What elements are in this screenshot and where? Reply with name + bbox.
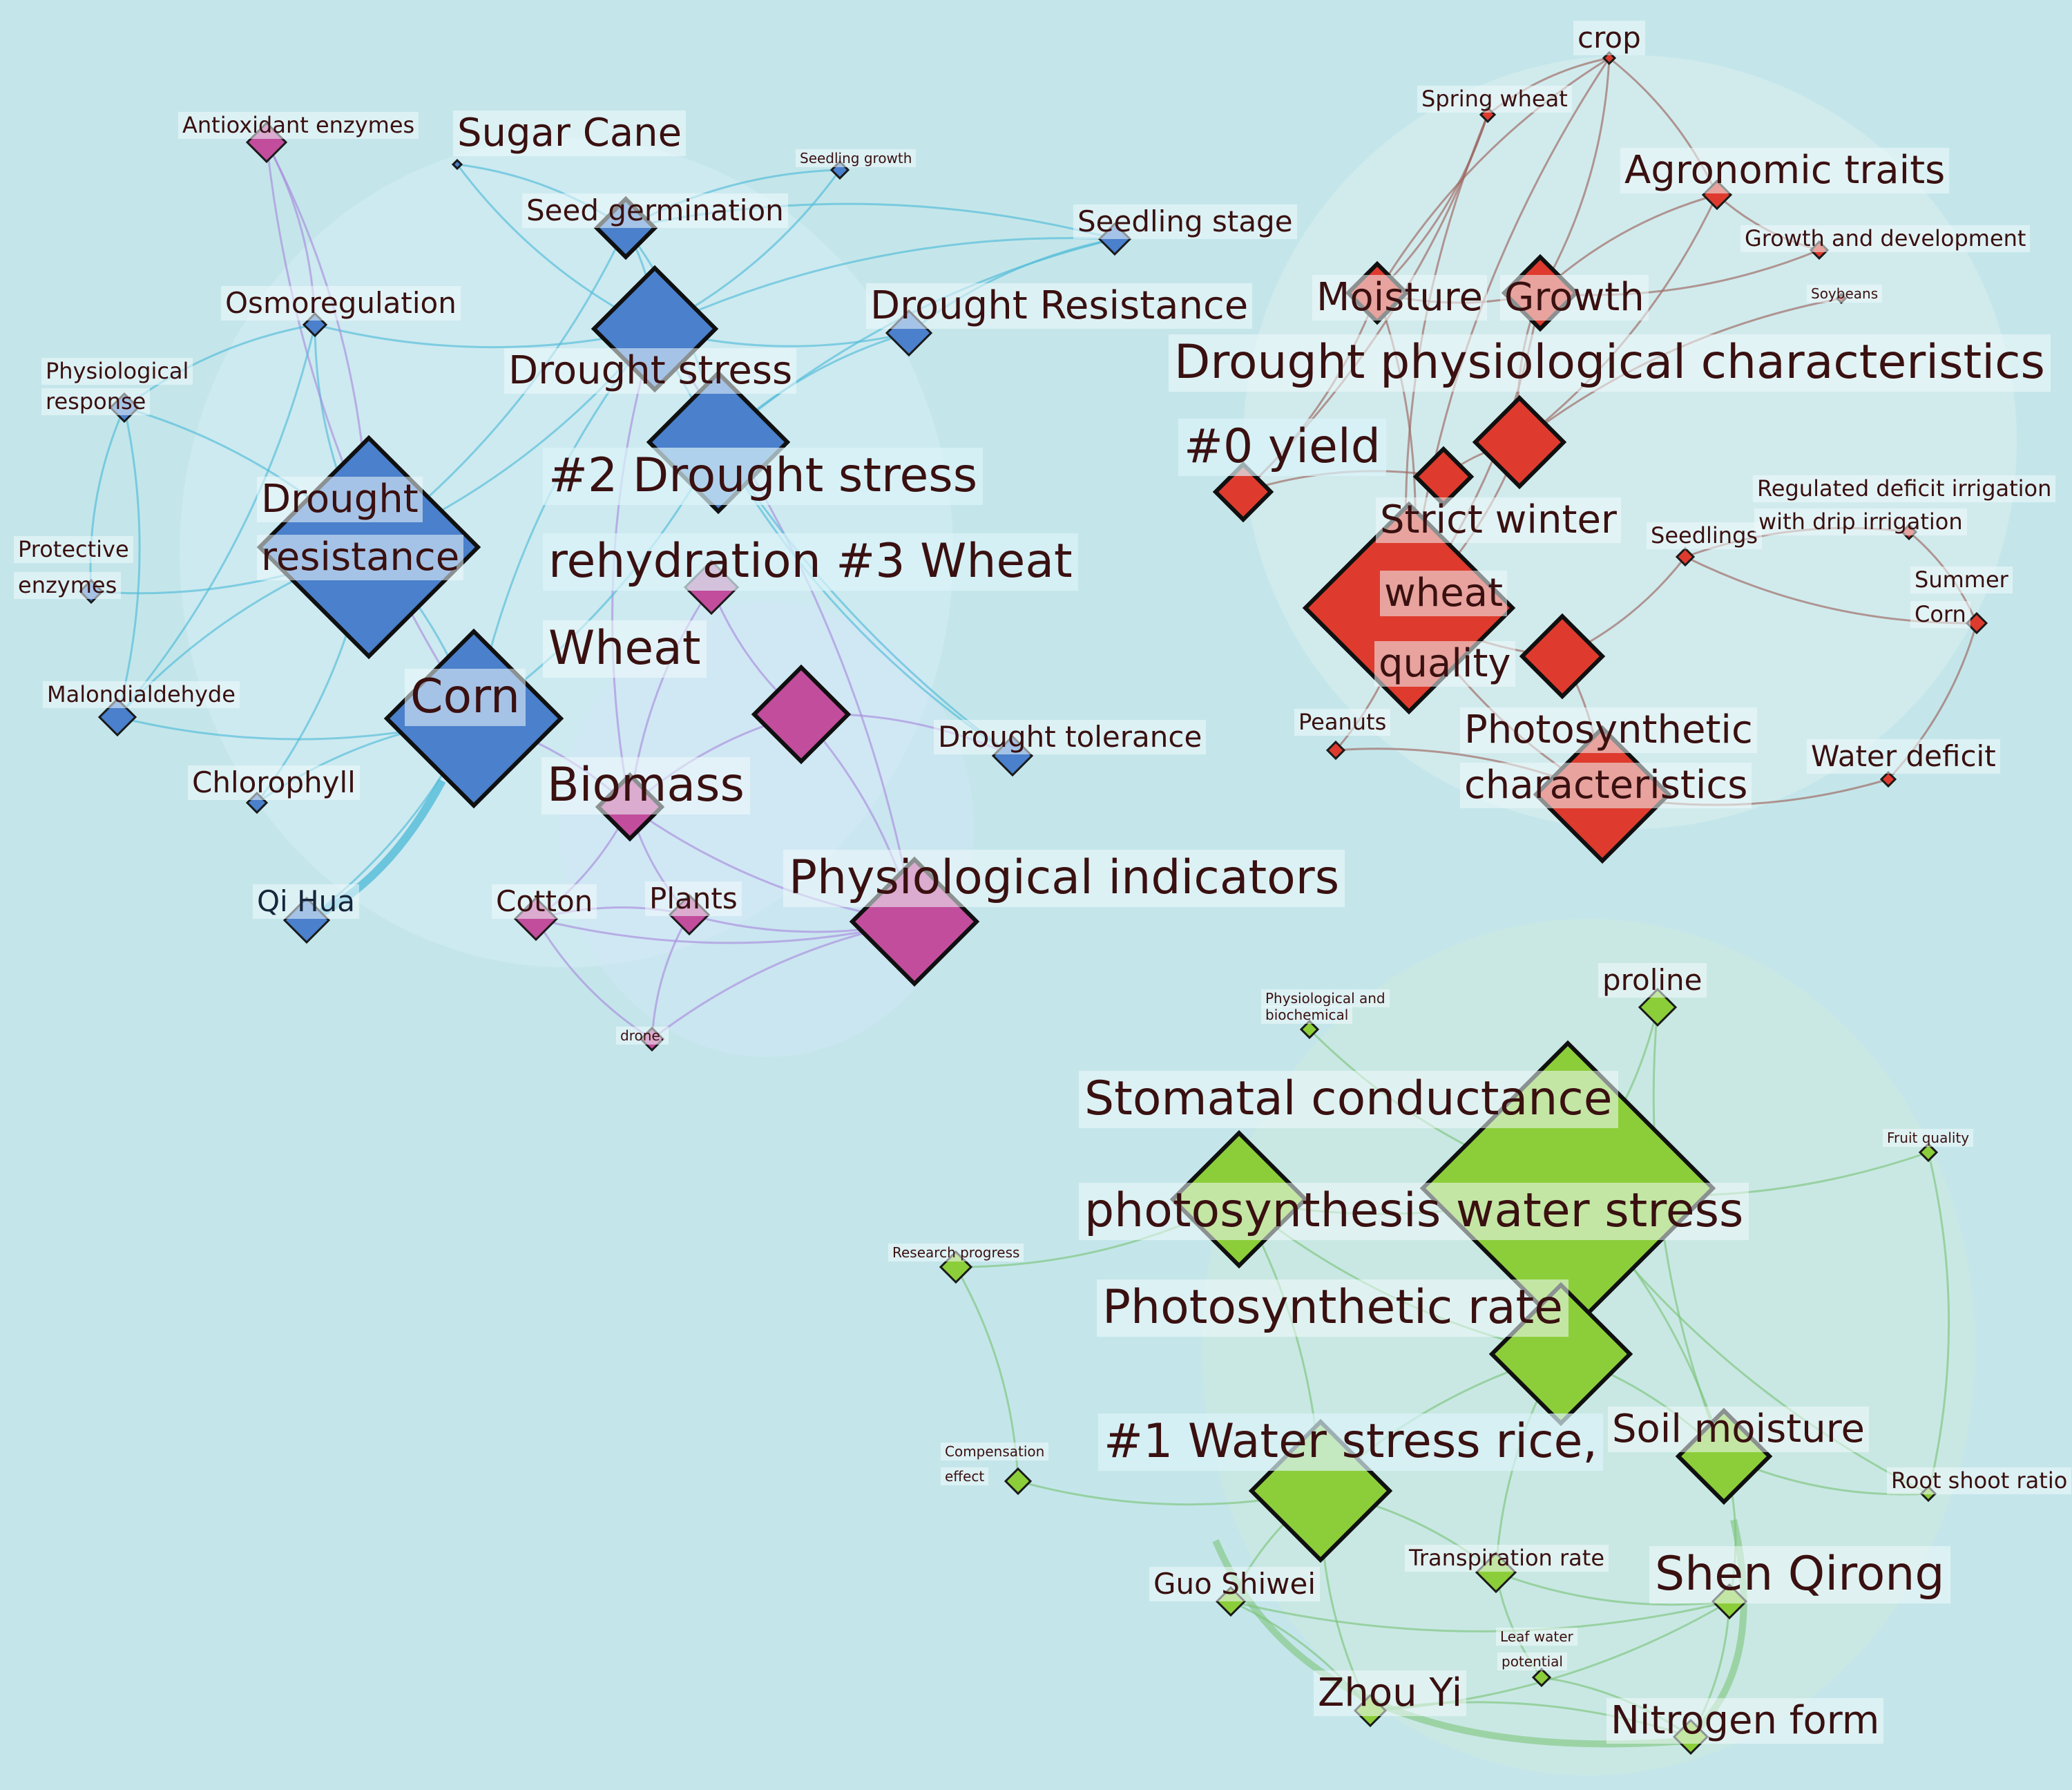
node-label-drought-tolerance: Drought tolerance: [934, 720, 1207, 755]
node-label-spring-wheat: Spring wheat: [1417, 86, 1572, 113]
node-sugar-cane: [451, 158, 463, 171]
node-label-growth-and-development: Growth and development: [1740, 225, 2031, 253]
node-physio-biochemical: [1299, 1019, 1320, 1040]
node-label-strict-winter: Strict winter: [1376, 497, 1621, 543]
node-label-drought-stress: Drought stress: [504, 348, 797, 394]
node-label-seedlings: Seedlings: [1647, 522, 1763, 550]
edge-drought_stress-seedling_stage: [654, 237, 1115, 330]
node-label-photosynthetic-rate: Photosynthetic rate: [1097, 1279, 1569, 1337]
node-label-moisture: Moisture: [1312, 275, 1488, 321]
node-label-compensation-effect-1: Compensation: [941, 1443, 1049, 1460]
node-red-small: [1212, 461, 1274, 523]
node-label-soybeans: Soybeans: [1807, 285, 1883, 303]
node-label-research-progress: Research progress: [888, 1244, 1024, 1261]
node-label-zhou-yi: Zhou Yi: [1314, 1670, 1467, 1716]
node-label-regulated-deficit-1: Regulated deficit irrigation: [1753, 475, 2056, 503]
node-wheat-quality: [1519, 613, 1606, 700]
node-label-seedling-growth: Seedling growth: [796, 149, 917, 167]
edge-fruit_quality-root_shoot_ratio: [1927, 1152, 1950, 1494]
node-label-plants: Plants: [645, 882, 742, 917]
node-label-cotton: Cotton: [492, 884, 597, 920]
node-label-regulated-deficit-2: with drip irrigation: [1754, 508, 1967, 536]
node-label-malondialdehyde: Malondialdehyde: [43, 681, 240, 709]
edge-plants-drone: [651, 914, 691, 1040]
cluster-label-2: #2 Drought stress: [543, 448, 984, 505]
node-label-water-deficit: Water deficit: [1807, 739, 2000, 774]
node-label-physiological-response-1: Physiological: [41, 358, 193, 385]
node-label-stomatal-conductance: Stomatal conductance: [1079, 1071, 1618, 1128]
node-label-drone: drone.: [616, 1027, 669, 1045]
node-compensation-effect: [1004, 1467, 1033, 1496]
node-label-compensation-effect-2: effect: [941, 1467, 989, 1485]
node-label-photosynthetic-characteristics-2: characteristics: [1460, 763, 1752, 808]
node-label-growth: Growth: [1500, 275, 1649, 321]
node-label-qi-hua: Qi Hua: [253, 884, 360, 920]
node-label-antioxidant-enzymes: Antioxidant enzymes: [178, 112, 419, 140]
node-label-protective-enzymes-1: Protective: [14, 536, 133, 564]
node-label-summer-corn-1: Summer: [1910, 566, 2013, 594]
edge-green-ring: [1212, 1518, 1747, 1748]
node-label-shen-qirong: Shen Qirong: [1649, 1546, 1950, 1603]
edge-agronomic_traits-drought_physiological: [1519, 194, 1718, 444]
node-label-drought-resistance-cap: Drought Resistance: [866, 283, 1253, 329]
node-label-seed-germination: Seed germination: [522, 193, 788, 229]
cluster-label-1: #1 Water stress rice,: [1098, 1413, 1604, 1471]
node-label-fruit-quality: Fruit quality: [1883, 1129, 1974, 1147]
edge-physiological_response-protective_enzymes: [89, 407, 126, 592]
node-label-wheat: Wheat: [543, 620, 707, 678]
node-label-physiological-response-2: response: [41, 388, 151, 416]
edge-crop-moisture: [1376, 57, 1610, 294]
node-label-sugar-cane: Sugar Cane: [453, 111, 687, 156]
edge-crop-growth: [1539, 57, 1611, 294]
node-drought-physiological: [1472, 394, 1567, 490]
cluster-label-0: #0 yield: [1178, 419, 1386, 476]
edge-guo_shiwei-shen_qirong: [1230, 1600, 1730, 1632]
node-label-guo-shiwei: Guo Shiwei: [1149, 1567, 1321, 1602]
edge-antioxidant_enzymes-corn: [265, 142, 475, 719]
node-label-biomass: Biomass: [541, 757, 750, 815]
node-label-leaf-water-potential-1: Leaf water: [1496, 1628, 1577, 1646]
node-label-drought-resistance-2: resistance: [257, 535, 464, 580]
node-label-wheat-quality-1: wheat: [1380, 571, 1508, 616]
node-label-nitrogen-form: Nitrogen form: [1606, 1698, 1884, 1744]
node-label-corn: Corn: [405, 669, 526, 726]
node-label-peanuts: Peanuts: [1294, 709, 1391, 736]
node-label-seedling-stage: Seedling stage: [1073, 204, 1297, 240]
node-label-osmoregulation: Osmoregulation: [221, 286, 461, 321]
edge-transpiration_rate-shen_qirong: [1495, 1571, 1730, 1606]
cluster-label-3: rehydration #3 Wheat: [543, 533, 1078, 591]
node-label-wheat-quality-2: quality: [1374, 641, 1515, 687]
node-seedlings: [1675, 546, 1696, 567]
node-label-leaf-water-potential-2: potential: [1497, 1653, 1567, 1670]
node-label-drought-physiological: Drought physiological characteristics: [1169, 334, 2051, 392]
node-label-chlorophyll: Chlorophyll: [188, 765, 360, 801]
node-label-transpiration-rate: Transpiration rate: [1405, 1545, 1609, 1572]
edge-physiological_response-malondialdehyde: [116, 407, 141, 718]
node-label-physiological-indicators: Physiological indicators: [783, 850, 1345, 907]
node-label-physio-biochemical-2: biochemical: [1261, 1006, 1353, 1024]
node-label-photosynthetic-characteristics-1: Photosynthetic: [1460, 707, 1757, 753]
node-label-proline: proline: [1598, 963, 1707, 998]
node-label-crop: crop: [1573, 21, 1645, 56]
node-label-photosynthesis-water-stress: photosynthesis water stress: [1079, 1183, 1749, 1240]
node-leaf-water-potential: [1531, 1667, 1552, 1688]
node-proline: [1638, 987, 1678, 1027]
node-pink-hub: [751, 664, 852, 765]
halo-pink: [559, 601, 974, 1057]
node-label-protective-enzymes-2: enzymes: [14, 572, 122, 600]
node-peanuts: [1325, 740, 1346, 761]
node-label-soil-moisture: Soil moisture: [1608, 1407, 1869, 1452]
node-label-agronomic-traits: Agronomic traits: [1620, 148, 1950, 193]
node-water-deficit: [1879, 770, 1897, 788]
node-label-summer-corn-2: Corn: [1910, 601, 1970, 629]
node-fruit-quality: [1918, 1142, 1939, 1163]
node-label-root-shoot-ratio: Root shoot ratio: [1887, 1467, 2072, 1495]
edge-osmoregulation-malondialdehyde: [116, 324, 316, 718]
node-label-physio-biochemical-1: Physiological and: [1261, 989, 1390, 1007]
node-label-drought-resistance-1: Drought: [257, 477, 423, 522]
